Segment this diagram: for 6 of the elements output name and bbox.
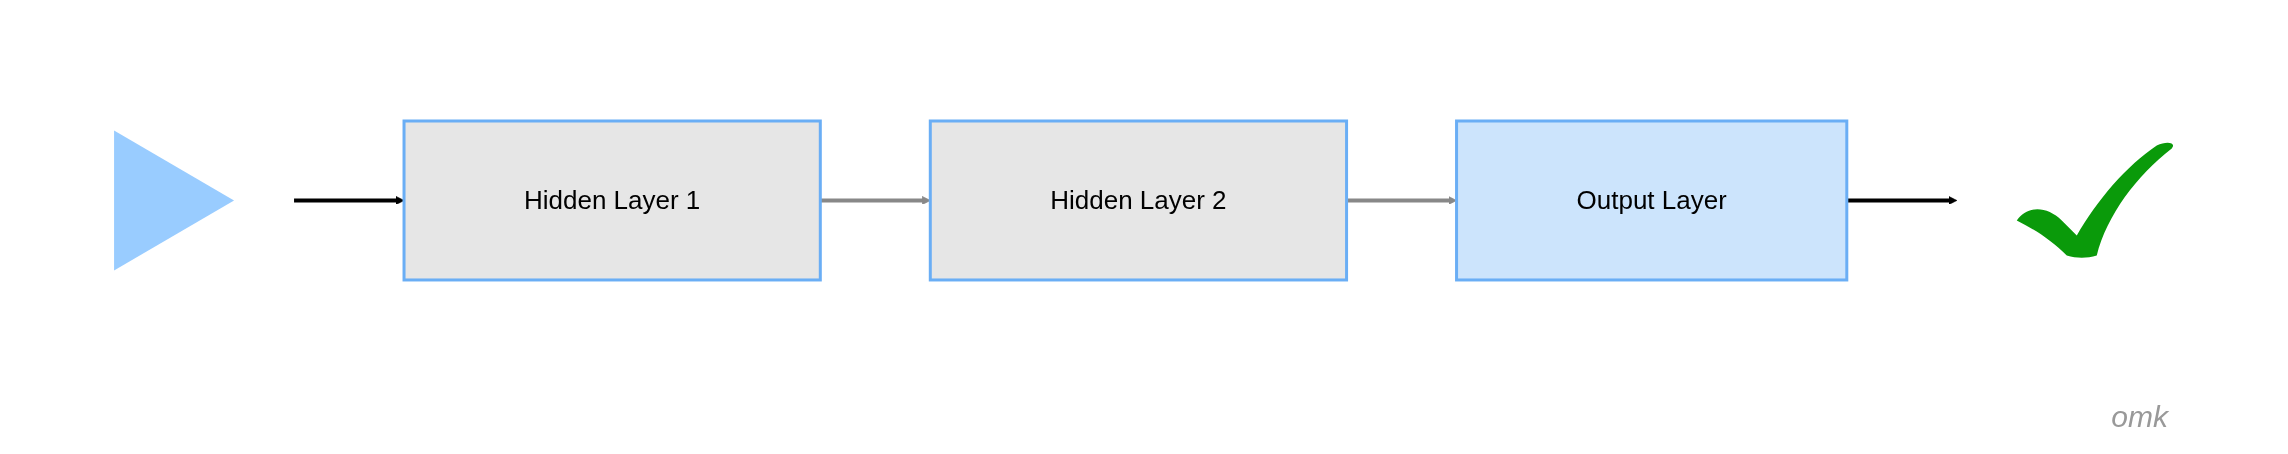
node-box: Output Layer: [1455, 119, 1849, 281]
signature-text: omk: [2111, 400, 2168, 434]
arrow: [1847, 195, 1958, 205]
node-box: Hidden Layer 2: [929, 119, 1349, 281]
arrow: [294, 195, 405, 205]
node-box: Hidden Layer 1: [402, 119, 823, 281]
